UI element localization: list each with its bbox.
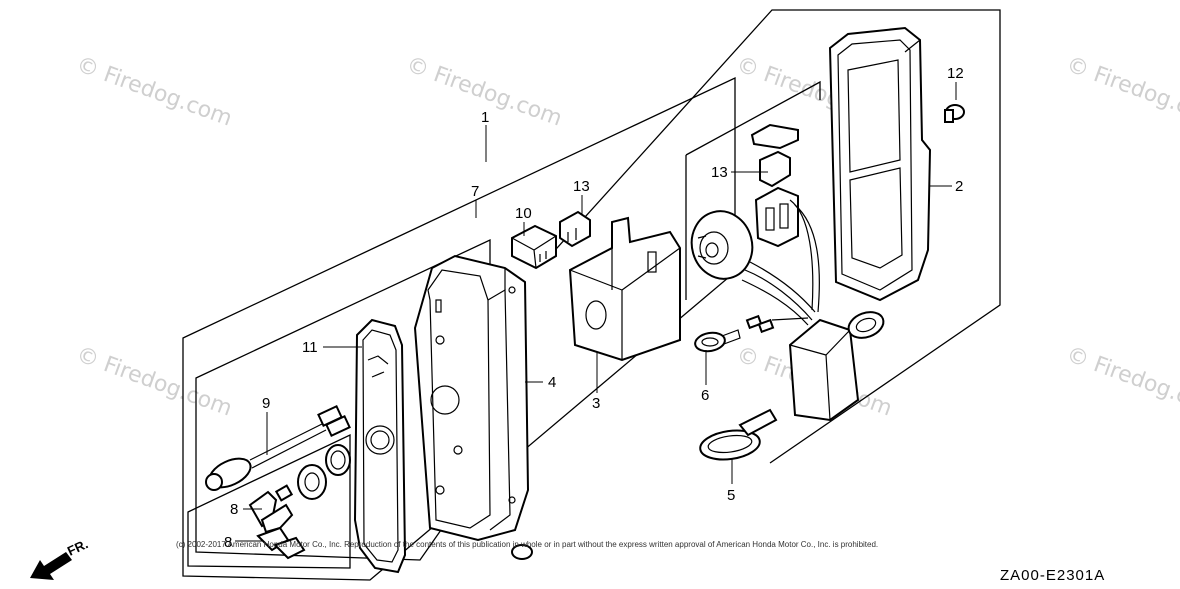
watermark: © Firedog.com (73, 342, 235, 421)
part-meter (690, 210, 754, 280)
part-3-bracket (568, 216, 681, 362)
callout-8-upper: 8 (230, 501, 238, 518)
callout-4: 4 (548, 374, 556, 391)
part-11-plate (353, 318, 407, 574)
copyright-notice: (c) 2002-2017 American Honda Motor Co., … (176, 540, 878, 549)
callout-5: 5 (727, 487, 735, 504)
part-8-terminals (248, 484, 306, 560)
callout-13-top: 13 (573, 178, 590, 195)
front-direction-indicator: FR. (30, 536, 90, 580)
callout-11: 11 (302, 339, 318, 356)
diagram-code: ZA00-E2301A (1000, 567, 1105, 584)
part-washer-bottom (511, 544, 533, 560)
watermark: © Firedog.com (1063, 342, 1180, 421)
part-13-fuse (559, 210, 591, 248)
callout-6: 6 (701, 387, 709, 404)
callout-9: 9 (262, 395, 270, 412)
part-5-band (699, 408, 778, 461)
callouts: 1 2 3 4 5 6 7 8 8 9 10 11 12 13 13 (224, 65, 964, 551)
assembly-box-8 (187, 433, 351, 569)
callout-2: 2 (955, 178, 963, 195)
callout-8-lower: 8 (224, 534, 232, 551)
part-6-clip (694, 329, 741, 353)
assembly-box-1 (182, 76, 736, 581)
part-2-case (828, 26, 932, 302)
callout-1: 1 (481, 109, 489, 126)
part-12-screw (944, 104, 965, 123)
part-nut-washer (297, 444, 351, 500)
assembly-outlines (182, 9, 1001, 581)
watermark: © Firedog.com (1063, 52, 1180, 131)
callout-12: 12 (947, 65, 964, 82)
callout-7: 7 (471, 183, 479, 200)
callout-3: 3 (592, 395, 600, 412)
leader-lines (235, 82, 957, 542)
direction-label: FR. (65, 536, 90, 558)
callout-13-right: 13 (711, 164, 728, 181)
part-4-cover (413, 254, 530, 542)
assembly-box-harness (685, 80, 821, 156)
watermark: © Firedog.com (73, 52, 235, 131)
callout-10: 10 (515, 205, 532, 222)
assembly-box-outer (547, 9, 1001, 464)
part-9-switch (205, 405, 351, 491)
arrow-icon (30, 552, 72, 580)
part-harness (741, 123, 885, 422)
part-10-block (511, 224, 557, 270)
